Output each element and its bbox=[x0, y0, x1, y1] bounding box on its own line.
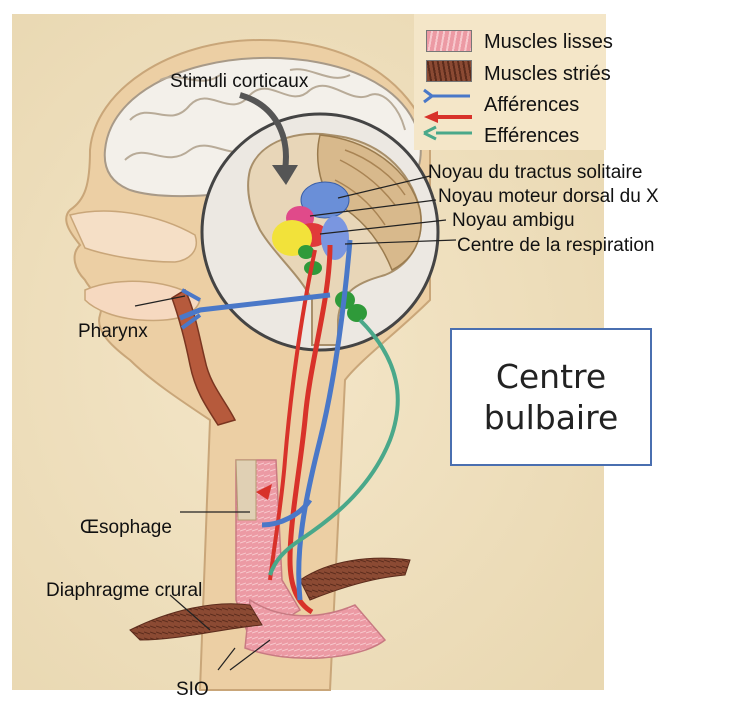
label-dorsal-motor-nucleus: Noyau moteur dorsal du X bbox=[438, 187, 659, 206]
legend-afferents: Afférences bbox=[484, 95, 579, 115]
label-les: SIO bbox=[176, 680, 209, 699]
green-ganglion-shape bbox=[347, 304, 367, 322]
legend-smooth-muscle: Muscles lisses bbox=[484, 32, 613, 52]
label-pharynx: Pharynx bbox=[78, 322, 148, 341]
bulbar-center-callout: Centre bulbaire bbox=[450, 328, 652, 466]
label-respiration-center: Centre de la respiration bbox=[457, 236, 655, 255]
label-cortical-stimuli: Stimuli corticaux bbox=[170, 72, 308, 91]
callout-line-1: Centre bbox=[496, 356, 606, 397]
label-crural-diaphragm: Diaphragme crural bbox=[46, 581, 202, 600]
striated-muscle-swatch bbox=[426, 60, 472, 82]
respiration-center-shape bbox=[321, 216, 349, 260]
legend-efferents: Efférences bbox=[484, 126, 579, 146]
smooth-muscle-swatch bbox=[426, 30, 472, 52]
legend-striated-muscle: Muscles striés bbox=[484, 64, 611, 84]
esophagus-cut bbox=[236, 460, 256, 520]
callout-line-2: bulbaire bbox=[484, 397, 619, 438]
label-nucleus-ambiguus: Noyau ambigu bbox=[452, 211, 575, 230]
label-esophagus: Œsophage bbox=[80, 518, 172, 537]
label-solitary-tract-nucleus: Noyau du tractus solitaire bbox=[428, 163, 642, 182]
